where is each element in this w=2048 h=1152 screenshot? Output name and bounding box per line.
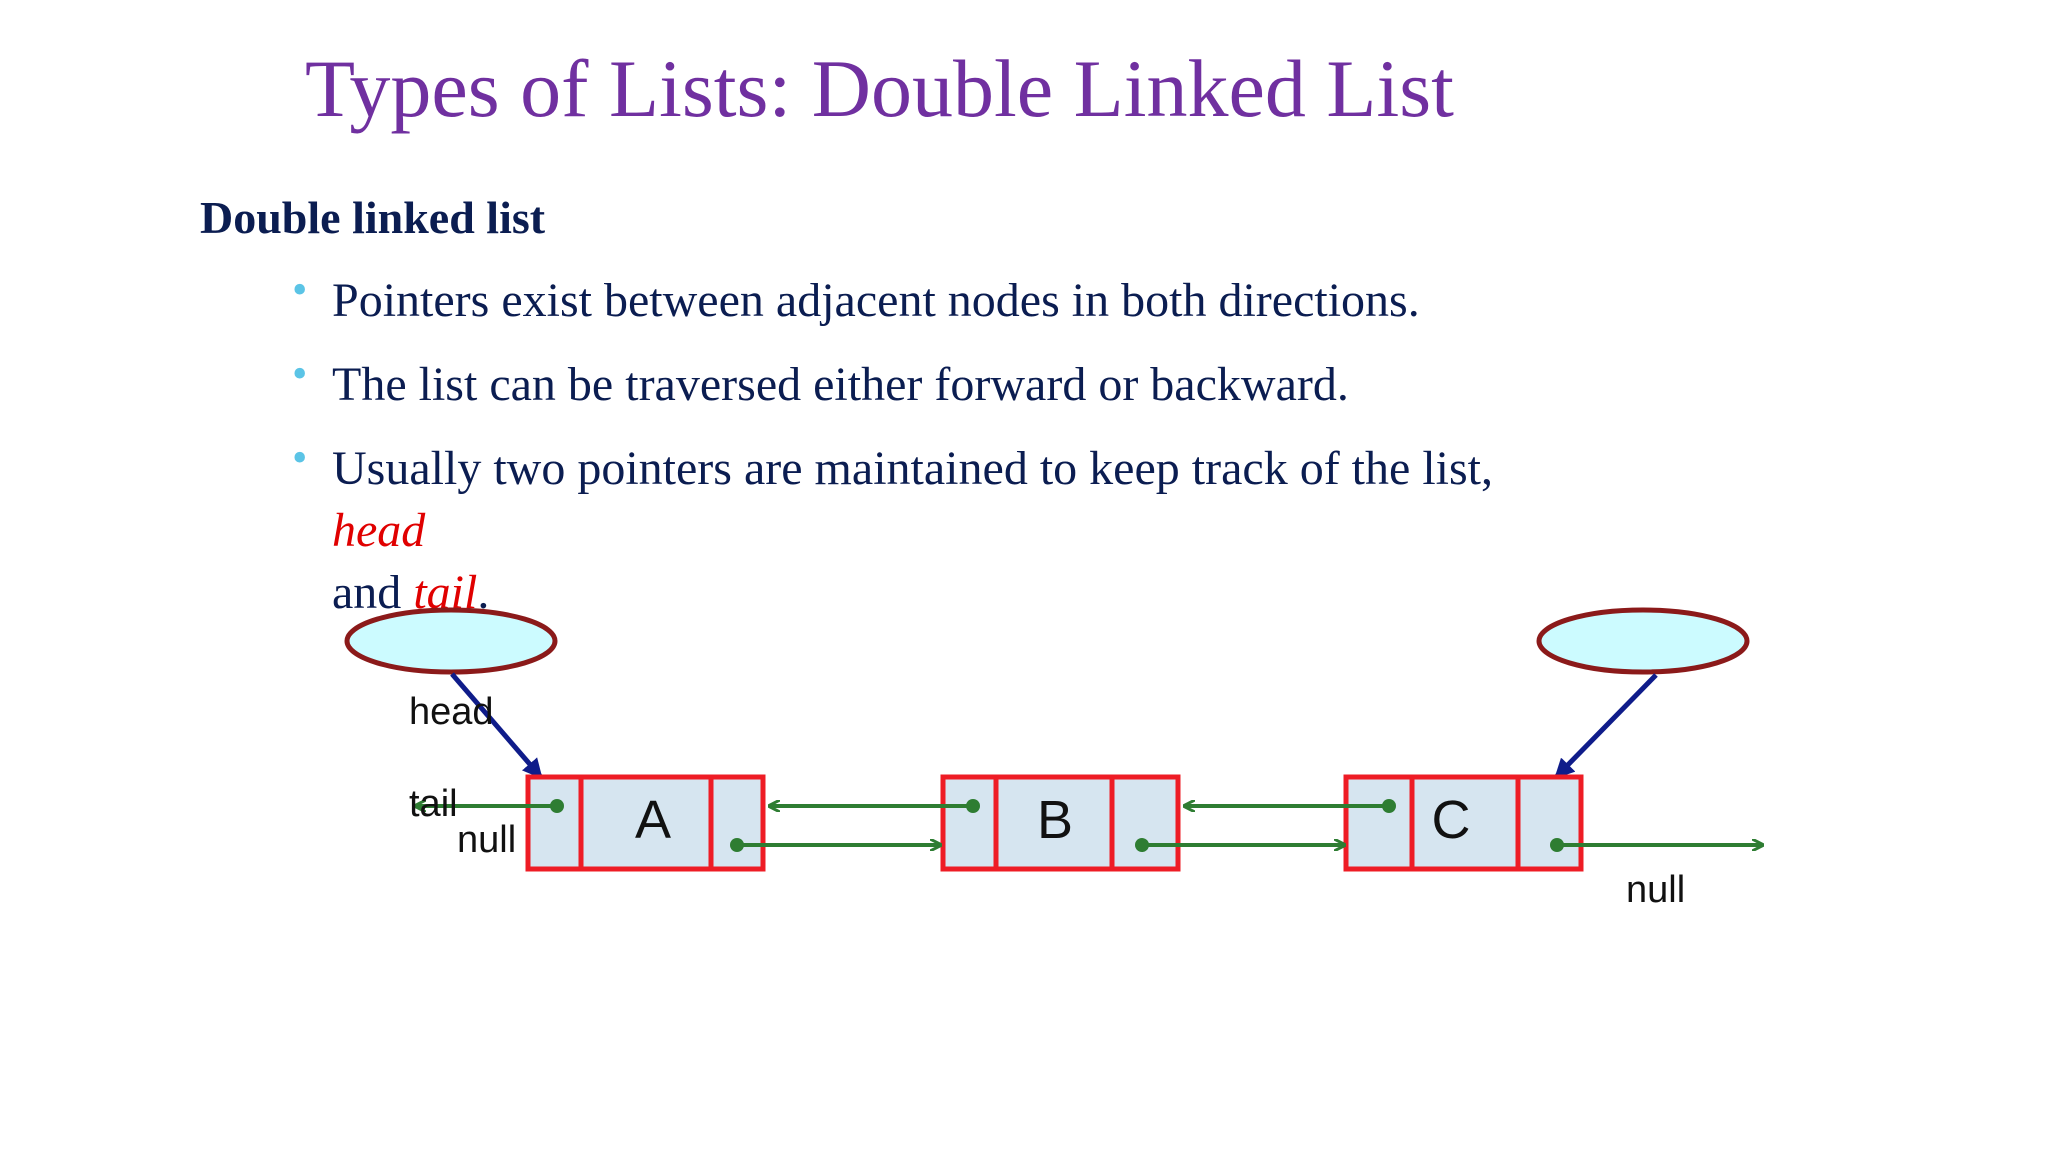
tail-pointer-ellipse (1536, 607, 1750, 675)
bullet-2: • The list can be traversed either forwa… (292, 349, 1349, 414)
bullet-2-text: The list can be traversed either forward… (332, 358, 1349, 411)
and-word: and (332, 566, 414, 619)
bullet-1: • Pointers exist between adjacent nodes … (292, 265, 1420, 330)
bullet-dot-icon: • (292, 265, 308, 314)
node-b: B (940, 774, 1181, 872)
head-pointer-arrow (450, 672, 543, 780)
period: . (477, 566, 490, 619)
slide-title: Types of Lists: Double Linked List (305, 43, 1454, 134)
node-b-label: B (1037, 790, 1073, 850)
node-a-label: A (635, 790, 671, 850)
null-right-label: null (1626, 869, 1685, 911)
node-c-label: C (1432, 790, 1471, 850)
head-label: head (409, 691, 494, 733)
bullet-1-text: Pointers exist between adjacent nodes in… (332, 274, 1420, 327)
tail-label: tail (409, 783, 458, 825)
node-a: A (525, 774, 766, 872)
tail-pointer-arrow (1554, 673, 1658, 779)
bullet-3: • Usually two pointers are maintained to… (292, 433, 1493, 498)
head-pointer-ellipse (344, 607, 558, 675)
bullet-dot-icon: • (292, 433, 308, 482)
node-c: C (1343, 774, 1584, 872)
subheading: Double linked list (200, 192, 546, 243)
bullet-dot-icon: • (292, 349, 308, 398)
bullet-3-text: Usually two pointers are maintained to k… (332, 442, 1493, 495)
null-left-label: null (457, 819, 516, 861)
bullet-3-head-word: head (332, 504, 426, 557)
